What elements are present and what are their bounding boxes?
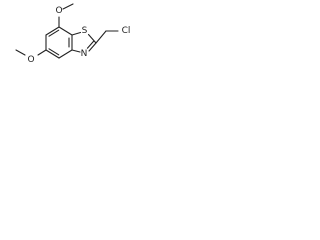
- bond-o-top-ch3: [62, 3, 74, 10]
- methoxy-bottom: [15, 49, 47, 56]
- bond-c2-ch2: [95, 30, 107, 44]
- benzene-ring: [45, 26, 73, 59]
- bond-c6-c7: [45, 26, 60, 36]
- bond-s-c2: [87, 33, 97, 44]
- bond-c5-o-bottom: [37, 49, 47, 56]
- structure-canvas: O O S N Cl: [0, 0, 139, 80]
- methoxy-top: [58, 3, 74, 28]
- double-bond-c4-c5: [48, 48, 60, 56]
- chlorine-label: Cl: [122, 26, 131, 36]
- bond-n-c3a: [71, 49, 81, 53]
- oxygen-top-label: O: [55, 6, 62, 16]
- nitrogen-label: N: [81, 49, 88, 59]
- thiazole-ring: [71, 31, 97, 53]
- bond-c4-c5: [45, 49, 60, 59]
- double-bond-c2-n: [86, 40, 95, 49]
- double-bond-c6-c7: [48, 29, 60, 37]
- bond-c3a-c4: [58, 49, 73, 59]
- bond-o-bottom-ch3: [15, 49, 26, 56]
- bond-c7-c7a: [58, 26, 73, 36]
- oxygen-bottom-label: O: [27, 55, 34, 65]
- bond-c7a-s: [71, 31, 82, 36]
- molecule-structure: O O S N Cl: [15, 3, 131, 65]
- chloromethyl-group: [95, 30, 119, 44]
- sulfur-label: S: [82, 26, 88, 36]
- bond-c2-n: [88, 42, 97, 52]
